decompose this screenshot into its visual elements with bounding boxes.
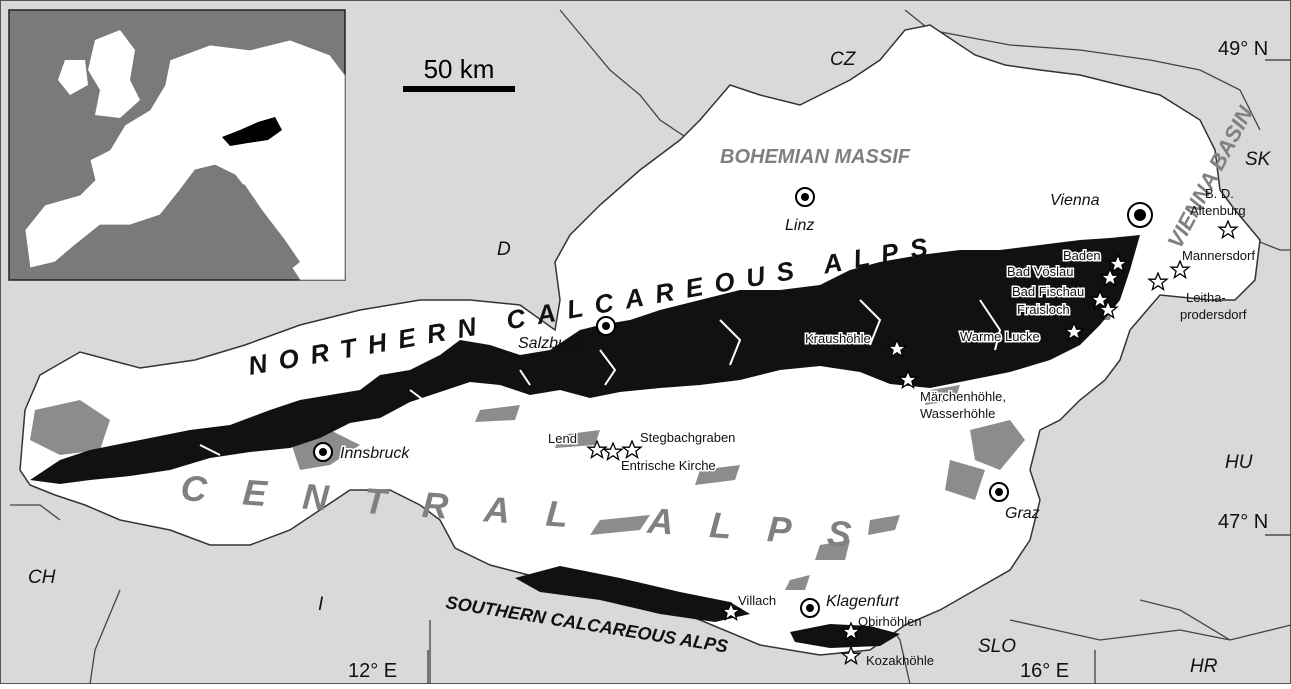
limestone-texture — [199, 299, 1002, 456]
country-hr: HR — [1190, 656, 1218, 677]
site-label-obirhoehlen: Obirhöhlen — [858, 614, 922, 629]
inset-britain — [88, 30, 140, 118]
city-marker-klagenfurt — [800, 598, 820, 618]
site-label-fraisloch: Fraisloch — [1017, 302, 1070, 317]
site-label-mannersdorf: Mannersdorf — [1182, 248, 1255, 263]
country-cz: CZ — [830, 49, 857, 70]
city-marker-graz — [989, 482, 1009, 502]
scale-bar-line — [403, 86, 515, 92]
site-label-leitha-1: Leitha- — [1186, 290, 1226, 305]
country-hu: HU — [1225, 452, 1253, 473]
site-label-baden: Baden — [1063, 248, 1101, 263]
country-ch: CH — [28, 567, 56, 588]
lat-47n-label: 47° N — [1218, 511, 1268, 533]
city-label-linz: Linz — [785, 217, 814, 234]
site-label-warme-lucke: Warme Lucke — [960, 329, 1040, 344]
site-label-maerchenhoehle: Märchenhöhle, — [920, 389, 1006, 404]
city-marker-linz — [795, 187, 815, 207]
region-bohemian-massif: BOHEMIAN MASSIF — [720, 146, 911, 168]
city-label-innsbruck: Innsbruck — [340, 445, 410, 462]
site-label-stegbachgraben: Stegbachgraben — [640, 430, 735, 445]
scale-bar-label: 50 km — [424, 54, 495, 84]
city-label-salzburg: Salzburg — [518, 335, 581, 352]
inset-ireland — [58, 60, 88, 95]
inset-italy — [225, 175, 300, 270]
lon-12e-label: 12° E — [348, 660, 397, 682]
southern-calcareous-alps-area — [515, 566, 900, 648]
scale-bar: 50 km — [403, 54, 515, 92]
site-label-bad-voeslau: Bad Vöslau — [1007, 264, 1074, 279]
country-i: I — [318, 594, 324, 615]
country-slo: SLO — [978, 636, 1016, 657]
lon-16e-label: 16° E — [1020, 660, 1069, 682]
city-marker-salzburg — [596, 316, 616, 336]
site-label-bd-altenburg-2: Altenburg — [1190, 203, 1246, 218]
city-label-graz: Graz — [1005, 505, 1040, 522]
country-d: D — [497, 239, 511, 260]
lat-49n-label: 49° N — [1218, 38, 1268, 60]
site-label-bad-fischau: Bad Fischau — [1012, 284, 1084, 299]
site-label-wasserhoehle: Wasserhöhle — [920, 406, 995, 421]
site-label-entrische-kirche: Entrische Kirche — [621, 458, 716, 473]
europe-inset — [8, 9, 346, 281]
site-label-bd-altenburg-1: B. D. — [1205, 186, 1234, 201]
city-label-vienna: Vienna — [1050, 192, 1100, 209]
northern-calcareous-alps-area — [30, 235, 1140, 484]
site-label-leitha-2: prodersdorf — [1180, 307, 1247, 322]
site-label-lend: Lend — [548, 431, 577, 446]
site-label-villach: Villach — [738, 593, 776, 608]
site-label-kraushoehle: Kraushöhle — [805, 331, 871, 346]
site-label-kozakhoehle: Kozakhöhle — [866, 653, 934, 668]
city-marker-innsbruck — [313, 442, 333, 462]
city-markers — [313, 187, 1153, 618]
city-marker-vienna — [1127, 202, 1153, 228]
city-label-klagenfurt: Klagenfurt — [826, 593, 899, 610]
inset-austria — [222, 117, 282, 146]
country-sk: SK — [1245, 149, 1272, 170]
